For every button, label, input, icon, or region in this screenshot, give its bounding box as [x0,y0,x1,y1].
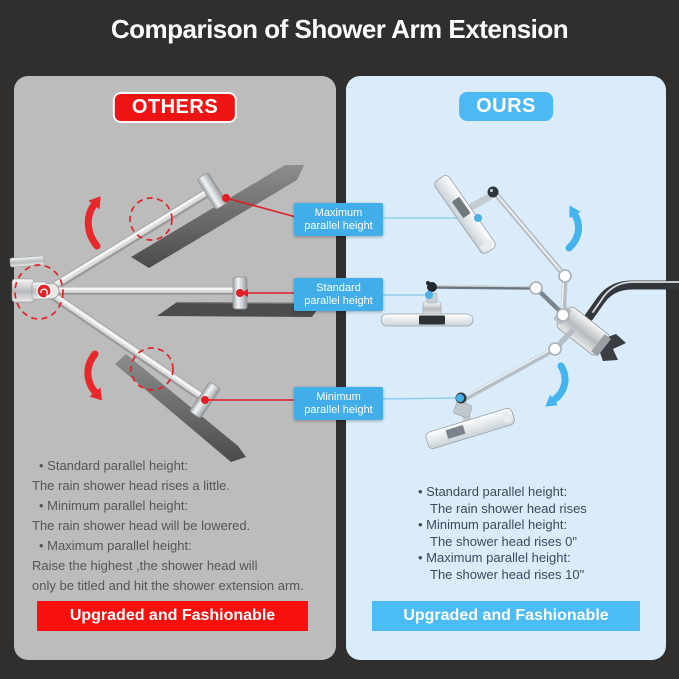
ours-notes: • Standard parallel height: The rain sho… [418,484,658,583]
callout-standard-parallel-height: Standard parallel height [294,278,383,311]
note-line: • Maximum parallel height: [418,550,571,565]
ours-banner: Upgraded and Fashionable [372,601,640,631]
note-line: • Maximum parallel height: [39,538,192,553]
note-line: The rain shower head will be lowered. [32,518,251,533]
note-line: • Standard parallel height: [39,458,189,473]
ours-panel: OURS • Standard parallel height: The rai… [346,76,666,660]
others-banner: Upgraded and Fashionable [37,601,308,631]
callout-title: Maximum [314,207,363,219]
callout-subtitle: parallel height [304,295,373,307]
callout-maximum-parallel-height: Maximum parallel height [294,203,383,236]
callout-subtitle: parallel height [304,220,373,232]
callout-minimum-parallel-height: Minimum parallel height [294,387,383,420]
note-line: • Standard parallel height: [418,484,568,499]
note-line: • Minimum parallel height: [39,498,189,513]
page-title: Comparison of Shower Arm Extension [110,14,569,44]
callout-subtitle: parallel height [304,404,373,416]
note-line: The shower head rises 0" [430,533,577,549]
callout-title: Minimum [316,391,361,403]
callout-title: Standard [316,282,361,294]
note-line: The rain shower head rises a little. [32,478,230,493]
others-badge: OTHERS [112,92,238,123]
note-line: The shower head rises 10" [430,566,585,582]
note-line: only be titled and hit the shower extens… [32,578,304,593]
others-panel: OTHERS • Standard parallel height: The r… [14,76,336,660]
note-line: • Minimum parallel height: [418,517,568,532]
ours-badge: OURS [459,92,553,121]
note-line: The rain shower head rises [430,500,587,516]
others-notes: • Standard parallel height: The rain sho… [32,456,332,596]
note-line: Raise the highest ,the shower head will [32,558,258,573]
